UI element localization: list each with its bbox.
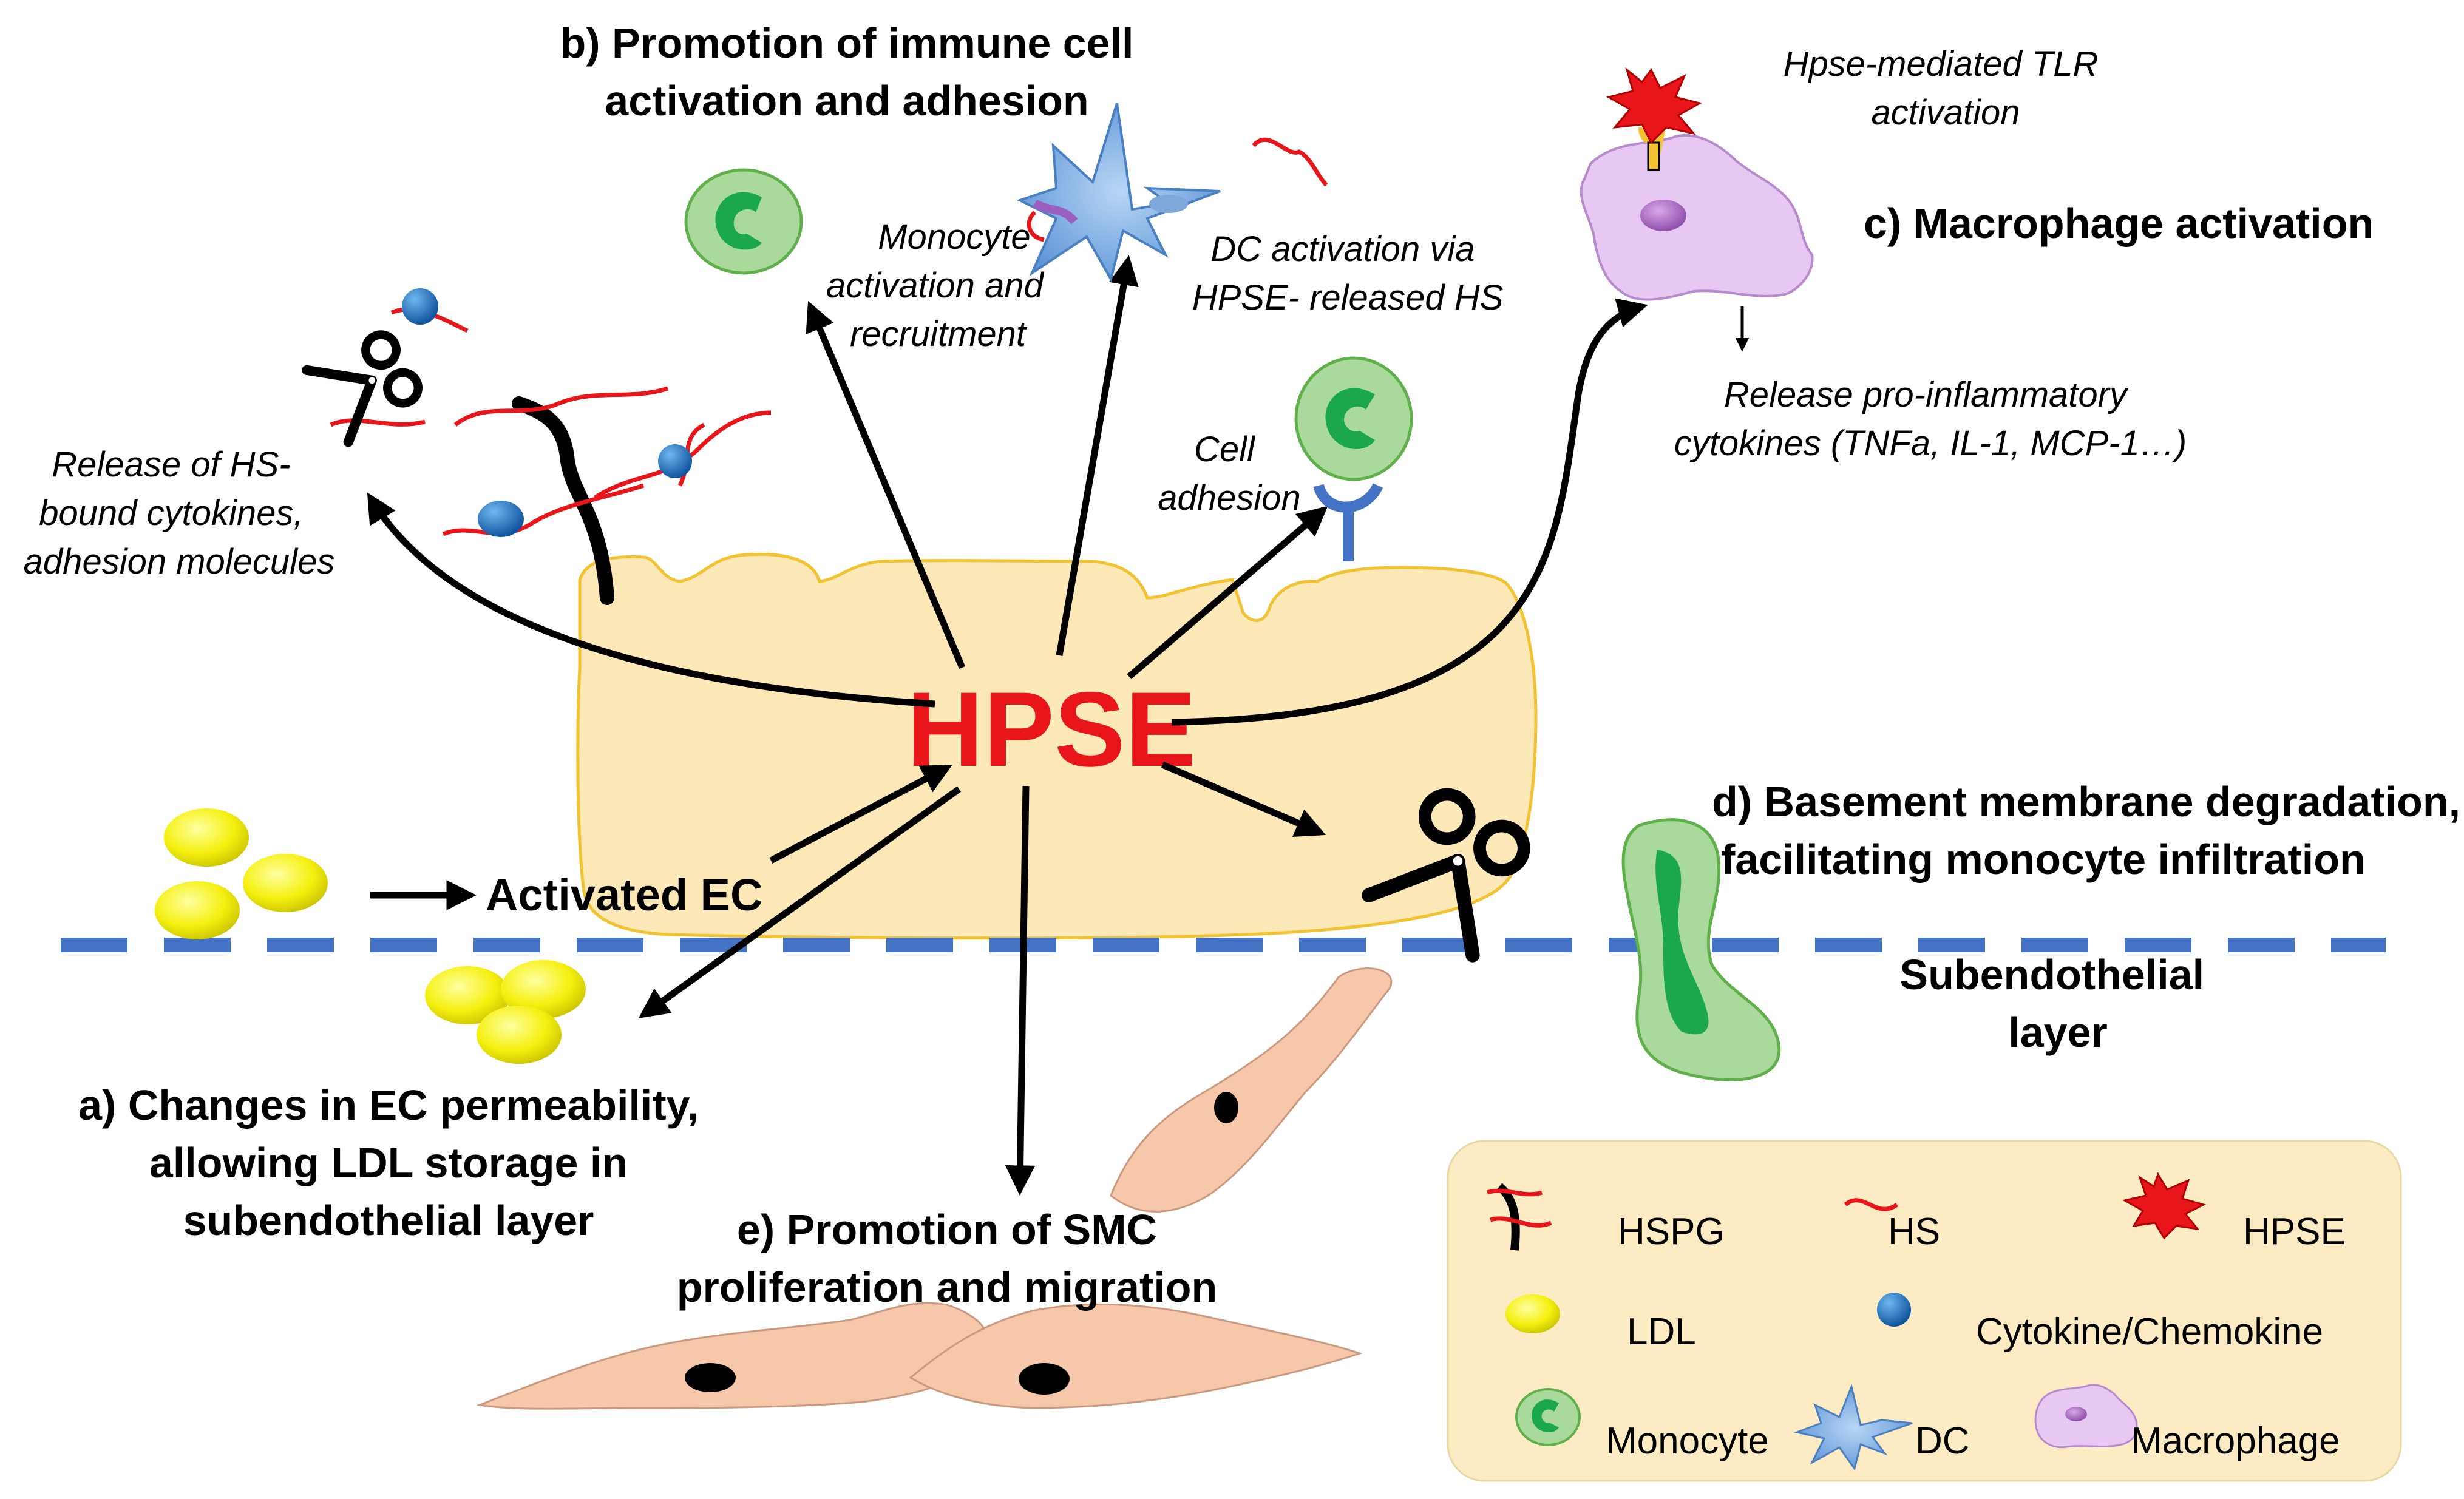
cell-adhesion-annotation: Cell adhesion <box>1158 430 1300 518</box>
released-hs-group <box>307 288 469 442</box>
hpse-center-label: HPSE <box>907 671 1196 789</box>
dendritic-cell <box>1016 103 1328 283</box>
svg-text:d) Basement membrane degradati: d) Basement membrane degradation,facilit… <box>1712 778 2460 883</box>
arrow-to-scissors <box>1161 761 1326 837</box>
svg-text:a) Changes in EC permeability,: a) Changes in EC permeability,allowing L… <box>78 1081 699 1244</box>
legend-label-ldl: LDL <box>1627 1311 1696 1353</box>
adhered-monocyte <box>1294 356 1413 561</box>
arrow-to-release-hs <box>367 492 935 708</box>
subendothelial-label: Subendothelial layer <box>1899 951 2216 1056</box>
hs-icon <box>1844 1198 1899 1211</box>
arrow-to-cell-adhesion <box>1127 506 1328 680</box>
arrow-to-dc <box>1056 255 1139 656</box>
ldl-particles-subendothelial <box>425 960 586 1064</box>
infiltrating-monocyte <box>1621 818 1781 1081</box>
hpse-arrows <box>367 255 1750 1196</box>
arrow-from-activated-ec <box>769 765 952 864</box>
section-a-title: a) Changes in EC permeability,allowing L… <box>78 1081 699 1244</box>
activated-ec-label: Activated EC <box>486 870 762 920</box>
release-hs-annotation: Release of HS- bound cytokines, adhesion… <box>24 445 335 581</box>
arrow-to-monocyte <box>806 300 966 669</box>
dc-icon <box>1793 1384 1913 1471</box>
legend-label-hspg: HSPG <box>1618 1211 1725 1253</box>
macrophage-top <box>1580 67 1814 301</box>
hspg-on-cell <box>442 386 772 605</box>
tlr-annotation: Hpse-mediated TLR activation <box>1783 44 2108 132</box>
ldl-icon <box>1505 1294 1560 1333</box>
smc-cells <box>476 967 1393 1410</box>
legend-label-macrophage: Macrophage <box>2131 1420 2340 1462</box>
arrow-to-smc <box>1005 785 1036 1196</box>
hpse-icon <box>2122 1172 2207 1240</box>
cytokines-annotation: Release pro-inflammatory cytokines (TNFa… <box>1674 375 2187 463</box>
svg-text:c) Macrophage activation: c) Macrophage activation <box>1864 200 2374 247</box>
monocyte-top <box>684 168 803 275</box>
legend-label-cytokine: Cytokine/Chemokine <box>1976 1311 2323 1353</box>
monocyte-icon <box>1515 1388 1581 1446</box>
dc-activation-annotation: DC activation via HPSE- released HS <box>1192 229 1504 317</box>
arrow-to-ldl-storage <box>638 786 962 1018</box>
section-c-title: c) Macrophage activation <box>1864 200 2374 247</box>
legend-label-dc: DC <box>1915 1420 1970 1462</box>
ldl-particles-left <box>155 808 328 939</box>
macrophage-icon <box>2034 1384 2138 1449</box>
legend-label-monocyte: Monocyte <box>1606 1420 1769 1462</box>
hspg-icon <box>1486 1183 1552 1251</box>
section-d-title: d) Basement membrane degradation,facilit… <box>1712 778 2460 883</box>
cytokine-icon <box>1877 1293 1911 1327</box>
hpse-burst-tlr <box>1606 67 1702 144</box>
legend: HSPG HS HPSE LDL Cytokine/Chemokine Mono… <box>1447 1140 2402 1482</box>
legend-label-hs: HS <box>1888 1211 1940 1253</box>
monocyte-activation-annotation: Monocyte activation and recruitment <box>826 217 1053 354</box>
legend-label-hpse: HPSE <box>2243 1211 2346 1253</box>
arrow-to-macrophage <box>1171 298 1648 726</box>
endothelial-cell <box>576 552 1538 940</box>
